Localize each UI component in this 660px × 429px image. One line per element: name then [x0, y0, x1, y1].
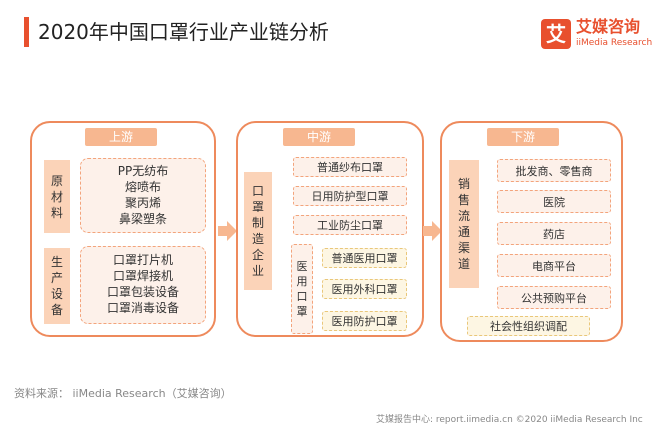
raw-materials-box: PP无纺布 熔喷布 聚丙烯 鼻梁塑条: [80, 158, 206, 233]
equipment-item: 口罩包装设备: [106, 285, 179, 299]
flow-arrow-icon: [432, 221, 442, 241]
equipment-item: 口罩消毒设备: [106, 301, 179, 315]
product-node: 日用防护型口罩: [293, 186, 407, 206]
raw-materials-label: 原 材 料: [44, 160, 70, 233]
social-organization-node: 社会性组织调配: [467, 316, 590, 336]
equipment-item: 口罩打片机: [112, 253, 173, 267]
downstream-tab: 下游: [487, 128, 559, 146]
product-node: 普通纱布口罩: [293, 157, 407, 177]
brand-name-en: iiMedia Research: [576, 38, 653, 48]
source-note: 资料来源： iiMedia Research（艾媒咨询）: [14, 387, 232, 400]
equipment-label: 生 产 设 备: [44, 248, 70, 324]
midstream-tab: 中游: [283, 128, 355, 146]
equipment-box: 口罩打片机 口罩焊接机 口罩包装设备 口罩消毒设备: [80, 246, 206, 324]
raw-material-item: 熔喷布: [124, 180, 161, 194]
title-accent-bar: [24, 17, 29, 47]
brand-name-cn: 艾媒咨询: [576, 17, 641, 36]
product-node: 工业防尘口罩: [293, 215, 407, 235]
medical-mask-label: 医 用 口 罩: [291, 244, 313, 334]
equipment-item: 口罩焊接机: [112, 269, 173, 283]
manufacturer-label: 口 罩 制 造 企 业: [244, 172, 272, 290]
channel-node: 公共预购平台: [497, 286, 611, 309]
page-title: 2020年中国口罩行业产业链分析: [38, 20, 329, 44]
brand-logo-mark: 艾: [541, 19, 571, 49]
medical-product-node: 医用外科口罩: [322, 279, 407, 299]
channel-node: 医院: [497, 190, 611, 213]
channel-node: 药店: [497, 222, 611, 245]
medical-product-node: 普通医用口罩: [322, 248, 407, 268]
upstream-tab: 上游: [85, 128, 157, 146]
raw-material-item: 鼻梁塑条: [118, 212, 167, 226]
flow-arrow-shaft: [423, 226, 432, 236]
flow-arrow-shaft: [218, 226, 227, 236]
medical-product-node: 医用防护口罩: [322, 311, 407, 331]
raw-material-item: 聚丙烯: [124, 196, 161, 210]
sales-channel-label: 销 售 流 通 渠 道: [449, 160, 479, 288]
raw-material-item: PP无纺布: [117, 164, 169, 178]
channel-node: 电商平台: [497, 254, 611, 277]
copyright-note: 艾媒报告中心: report.iimedia.cn ©2020 iiMedia …: [376, 415, 643, 425]
channel-node: 批发商、零售商: [497, 159, 611, 182]
flow-arrow-icon: [227, 221, 237, 241]
